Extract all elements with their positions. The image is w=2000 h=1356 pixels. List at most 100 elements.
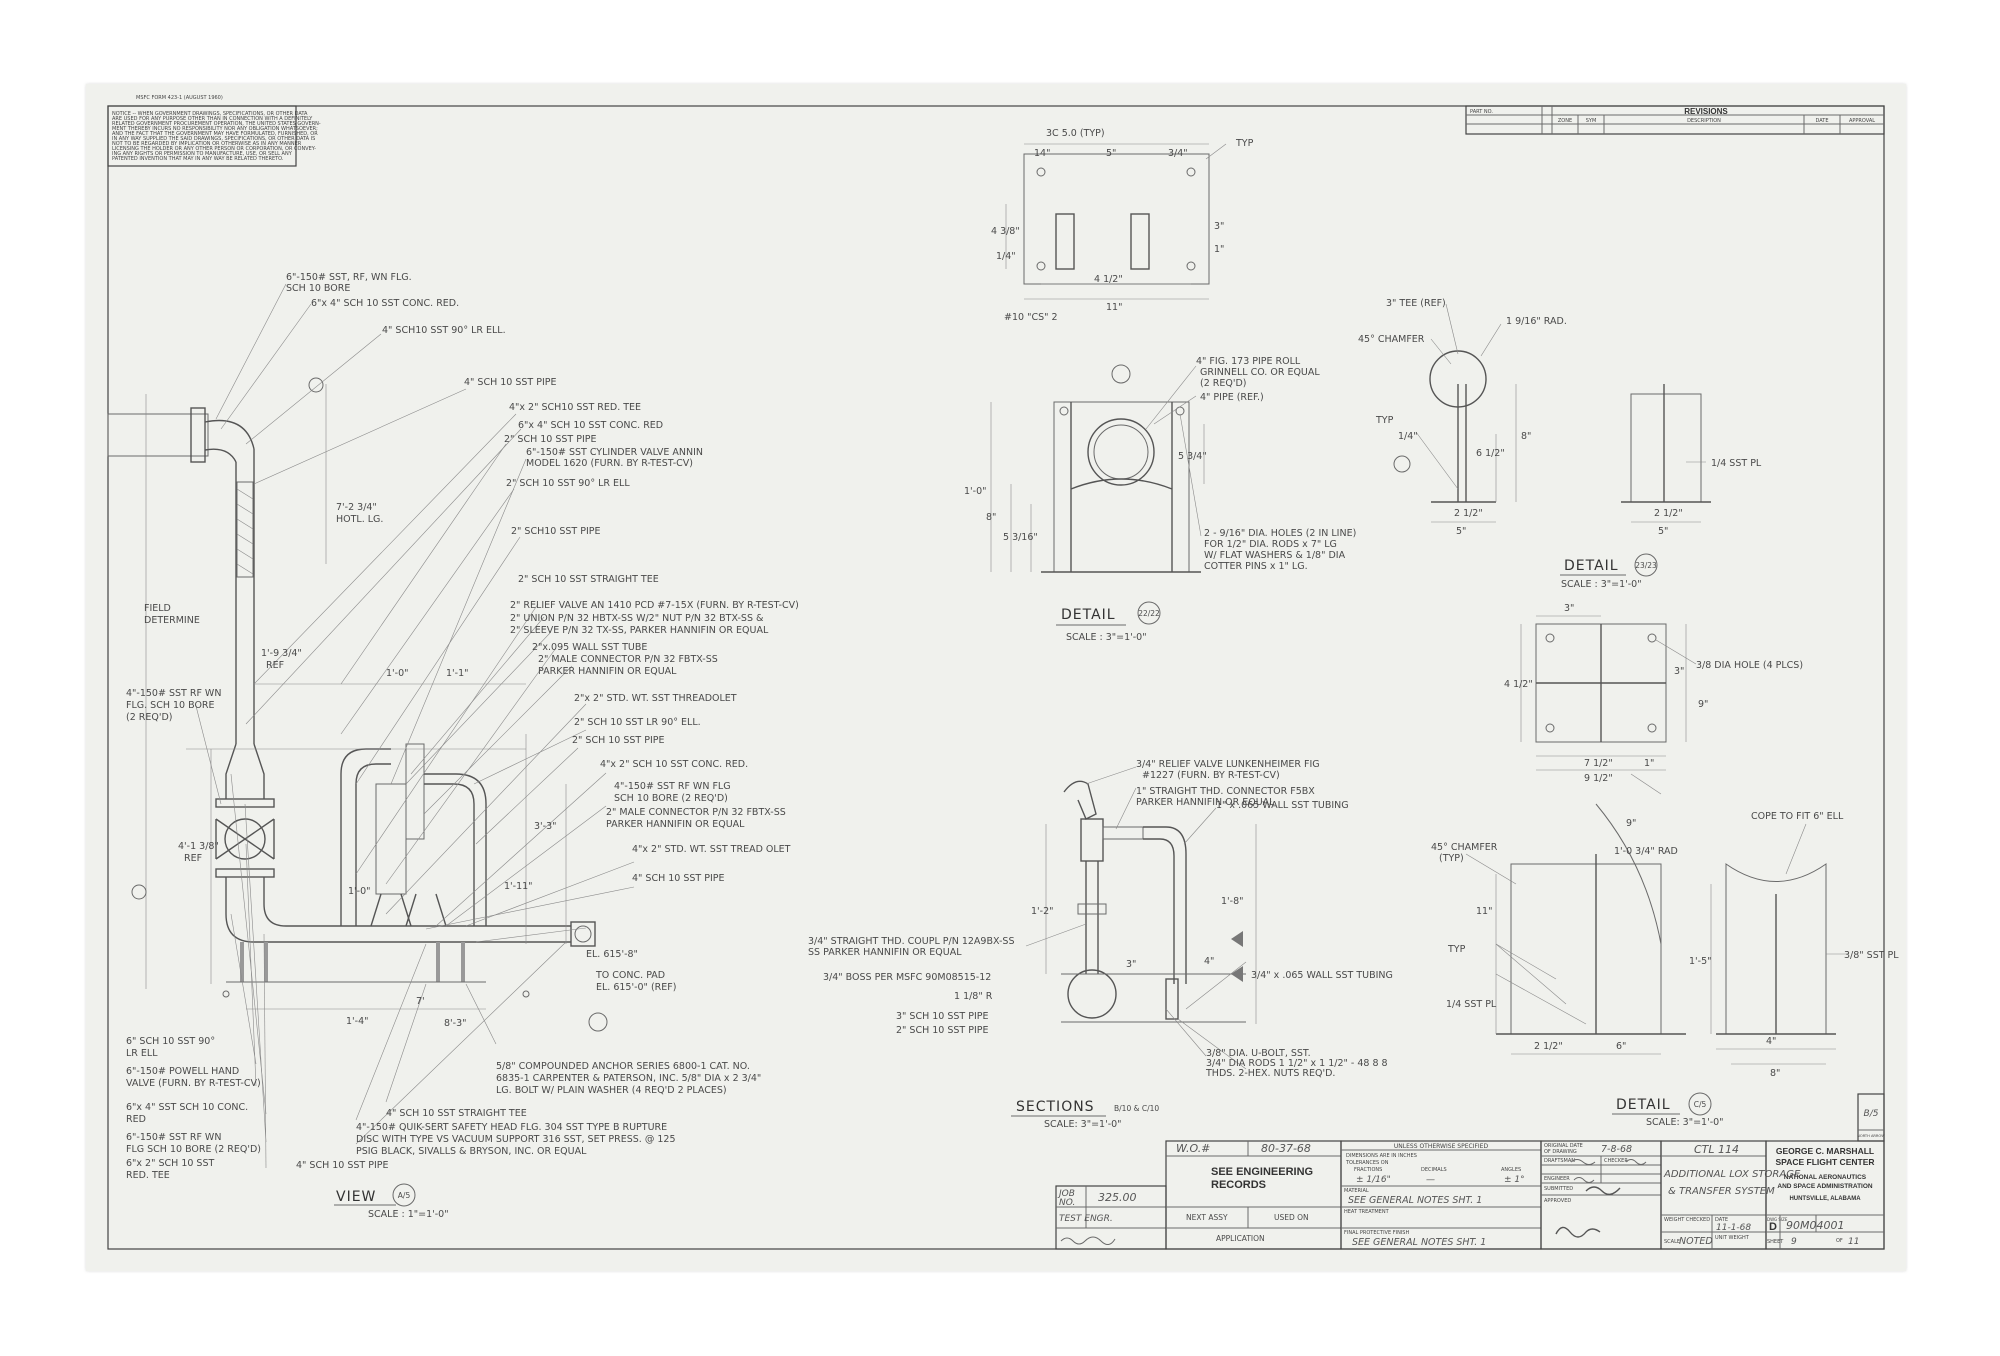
support-shape	[240, 942, 244, 982]
org-line-2: SPACE FLIGHT CENTER	[1775, 1157, 1874, 1167]
callout-text: 3/8" DIA. U-BOLT, SST.	[1206, 1048, 1311, 1059]
next-assy-label: NEXT ASSY	[1186, 1213, 1228, 1222]
callout-text: 4"x 2" SCH 10 SST CONC. RED.	[600, 759, 748, 770]
no-label: NO.	[1059, 1198, 1075, 1208]
notice-line: ING ANY RIGHTS OR PERMISSION TO MANUFACT…	[112, 151, 293, 157]
heat-treatment-label: HEAT TREATMENT	[1344, 1209, 1390, 1215]
top-plate-detail: 3C 5.0 (TYP) TYP 5" 4 3/8" 4 1/2" 11" 3"…	[991, 128, 1254, 323]
callout-text: 4" SCH 10 SST STRAIGHT TEE	[386, 1108, 527, 1119]
side-view-plate	[1630, 393, 1702, 503]
notice-line: PATENTED INVENTION THAT MAY IN ANY WAY B…	[112, 156, 284, 162]
view-ref-circle	[392, 1183, 416, 1207]
weight-checked-label: WEIGHT CHECKED	[1664, 1217, 1710, 1223]
callout-text: VALVE (FURN. BY R-TEST-CV)	[126, 1078, 261, 1089]
sheet-total: 11	[1848, 1237, 1859, 1247]
dim-text: 2 1/2"	[1654, 508, 1683, 519]
dim-text: 4 1/2"	[1094, 274, 1123, 285]
callout-leaders	[195, 283, 635, 1169]
callout-text: PARKER HANNIFIN OR EQUAL	[1136, 797, 1275, 808]
detail-ref-circle	[1137, 601, 1161, 625]
callout-text: 4"-150# QUIK-SERT SAFETY HEAD FLG. 304 S…	[356, 1122, 667, 1133]
sheet-label: SHEET	[1767, 1239, 1784, 1245]
view-ref-bubble	[131, 884, 147, 900]
title-block: JOB NO. 325.00 TEST ENGR. W.O.# 80-37-68…	[1055, 1093, 1885, 1250]
relief-valve-shape	[405, 743, 425, 840]
safety-head-disc	[574, 925, 592, 943]
corner-mark: B/5	[1864, 1109, 1879, 1119]
sections-title: SECTIONS	[1016, 1099, 1095, 1115]
callout-text: 2" SCH10 SST PIPE	[511, 526, 601, 537]
inlet-pipe-shape	[107, 413, 209, 457]
dwg-number: 90M04001	[1786, 1219, 1844, 1232]
callout-text: 3/8" SST PL	[1844, 950, 1899, 961]
callout-text: 45° CHAMFER	[1358, 334, 1425, 345]
detail-ref-circle	[1688, 1092, 1712, 1116]
plate-outline	[1023, 153, 1210, 285]
hand-valve-shape	[215, 818, 275, 860]
callout-leaders	[1025, 766, 1247, 1070]
callout-text: 3/4" BOSS PER MSFC 90M08515-12	[823, 972, 991, 983]
callout-text: 4"x 2" STD. WT. SST TREAD OLET	[632, 844, 791, 855]
callout-text: THDS. 2-HEX. NUTS REQ'D.	[1205, 1068, 1335, 1079]
dwg-size: D	[1769, 1221, 1777, 1233]
detail-ref-bubble	[1393, 455, 1411, 473]
unless-label: UNLESS OTHERWISE SPECIFIED	[1394, 1143, 1489, 1150]
dim-text: 9"	[1626, 818, 1636, 829]
plate-detail-c: 3/8 DIA HOLE (4 PLCS) COPE TO FIT 6" ELL…	[1431, 603, 1899, 1128]
bolt-hole	[1647, 633, 1657, 643]
reducer-shape	[225, 743, 265, 799]
callout-text: 2" MALE CONNECTOR P/N 32 FBTX-SS	[606, 807, 786, 818]
revisions-col-zone: ZONE	[1558, 118, 1572, 124]
section-arrow	[1231, 931, 1243, 947]
org-line-4: AND SPACE ADMINISTRATION	[1777, 1183, 1873, 1190]
dim-text: 1"	[1644, 758, 1654, 769]
cope-plate-shape	[1725, 863, 1827, 1035]
dim-text: 4"	[1766, 1036, 1776, 1047]
callout-text: PARKER HANNIFIN OR EQUAL	[538, 666, 677, 677]
view-ref-bubble	[588, 1012, 608, 1032]
callout-text: #1227 (FURN. BY R-TEST-CV)	[1142, 770, 1280, 781]
reducer-shape	[370, 893, 412, 927]
callout-text: 6"-150# SST CYLINDER VALVE ANNIN	[526, 447, 703, 458]
bolt-hole	[1647, 723, 1657, 733]
inlet-elbow-shape	[204, 419, 255, 450]
callout-leaders	[1415, 303, 1706, 490]
revisions-title: REVISIONS	[1684, 107, 1728, 116]
dimensions-label: DIMENSIONS ARE IN INCHES	[1346, 1153, 1417, 1159]
view-marker	[522, 990, 530, 998]
callout-text: 3/4" DIA RODS 1 1/2" x 1 1/2" - 48 8 8	[1206, 1058, 1388, 1069]
callout-leaders	[1465, 639, 1846, 1025]
callout-text: 6"-150# SST, RF, WN FLG.	[286, 272, 412, 283]
angles-label: ANGLES	[1501, 1167, 1521, 1173]
application-label: APPLICATION	[1216, 1234, 1265, 1243]
dim-text: 1'-11"	[504, 881, 533, 892]
relief-valve-body	[1080, 818, 1104, 862]
dim-text: 7'	[416, 996, 425, 1007]
dim-text: 2 1/2"	[1454, 508, 1483, 519]
dim-text: 8"	[1521, 431, 1531, 442]
dim-text: 6"	[1616, 1041, 1626, 1052]
approved-signature	[1555, 1226, 1601, 1238]
callout-text: 2 - 9/16" DIA. HOLES (2 IN LINE)	[1204, 528, 1356, 539]
callout-text: (2 REQ'D)	[1200, 378, 1246, 389]
callout-text: 2" SCH 10 SST LR 90° ELL.	[574, 717, 701, 728]
flange-shape	[215, 868, 275, 878]
callout-text: 6" SCH 10 SST 90°	[126, 1036, 215, 1047]
dim-text: 5"	[1106, 148, 1116, 159]
bolt-hole	[1036, 167, 1046, 177]
view-ref-text: A/5	[398, 1191, 411, 1200]
dim-text: 3"	[1214, 221, 1224, 232]
callout-text: 1/4 SST PL	[1711, 458, 1762, 469]
hand-valve-body	[224, 818, 266, 860]
view-scale: SCALE : 1"=1'-0"	[368, 1209, 449, 1220]
pipe-section	[1087, 418, 1155, 486]
dim-text: 1'-9 3/4"	[261, 648, 302, 659]
bottom-callouts: 5/8" COMPOUNDED ANCHOR SERIES 6800-1 CAT…	[296, 1061, 761, 1171]
org-line-1: GEORGE C. MARSHALL	[1776, 1146, 1874, 1156]
dim-text: 9 1/2"	[1584, 773, 1613, 784]
notice-text: NOTICE -- WHEN GOVERNMENT DRAWINGS, SPEC…	[112, 111, 321, 162]
scale-value: NOTED	[1679, 1236, 1713, 1247]
north-arrow-block	[1857, 1093, 1885, 1142]
notice-line: AND THE FACT THAT THE GOVERNMENT MAY HAV…	[112, 131, 318, 137]
callout-text: 1/4"	[1398, 431, 1418, 442]
